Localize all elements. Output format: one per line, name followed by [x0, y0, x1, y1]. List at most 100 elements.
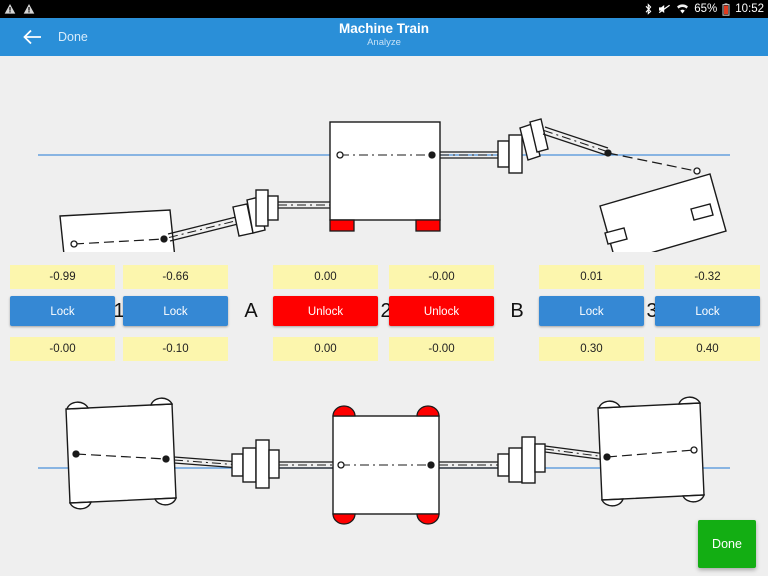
value-bottom: 0.00 — [273, 337, 378, 361]
machine-2-bearing-right — [428, 151, 436, 159]
vertical-alignment-svg — [38, 118, 730, 286]
machine-2-bearing-right — [427, 461, 435, 469]
value-top: 0.01 — [539, 265, 644, 289]
machine-1-bearing-right — [162, 455, 170, 463]
coupling-a-disc-1 — [231, 453, 244, 477]
machine-1-group — [65, 397, 241, 510]
title-block: Machine Train Analyze — [0, 18, 768, 49]
machine-3-bearing-right — [690, 446, 698, 454]
machine-2-body — [329, 121, 441, 221]
control-group-5: 0.01 Lock 0.30 — [539, 258, 644, 366]
horizontal-alignment-svg — [38, 396, 730, 525]
machine-2-foot-bl — [332, 513, 356, 525]
coupling-b-group — [497, 118, 549, 174]
machine-2-foot-right — [415, 219, 441, 232]
warning-triangle-icon — [23, 4, 35, 14]
machine-2-foot-br — [416, 513, 440, 525]
vertical-alignment-diagram — [0, 56, 768, 286]
coupling-b-disc-4 — [534, 443, 546, 473]
coupling-a-group — [232, 189, 279, 237]
lock-button-2[interactable]: Lock — [123, 296, 228, 326]
control-group-1: -0.99 Lock -0.00 — [10, 258, 115, 366]
separator-label-2: 2 — [380, 300, 392, 322]
shaft-2b — [439, 461, 500, 469]
value-top: -0.32 — [655, 265, 760, 289]
action-bar: Done Machine Train Analyze — [0, 18, 768, 56]
machine-1-axis — [73, 238, 165, 245]
shaft-a2 — [279, 461, 334, 469]
machine-3-foot-tr — [678, 396, 702, 405]
coupling-b-disc-3 — [519, 123, 541, 161]
machine-2-group — [329, 121, 441, 232]
machine-3-foot-right — [690, 203, 714, 221]
lock-button-1[interactable]: Lock — [10, 296, 115, 326]
shaft-b3 — [544, 445, 607, 461]
machine-3-foot-tl — [598, 400, 622, 409]
value-top: -0.66 — [123, 265, 228, 289]
lock-button-6[interactable]: Lock — [655, 296, 760, 326]
status-notifications — [4, 0, 35, 18]
machine-3-body — [597, 402, 705, 501]
machine-2-bearing-left — [337, 461, 345, 469]
machine-3-group — [599, 149, 727, 264]
coupling-b-disc-2 — [508, 447, 523, 483]
separator-label-a: A — [244, 300, 258, 322]
clock-label: 10:52 — [735, 3, 764, 15]
machine-1-group — [59, 209, 243, 286]
value-top: 0.00 — [273, 265, 378, 289]
machine-3-bearing-left — [604, 149, 612, 157]
done-button[interactable]: Done — [698, 520, 756, 568]
machine-3-bearing-right — [693, 167, 701, 175]
machine-1-body — [65, 403, 177, 504]
shaft-a2 — [278, 201, 330, 209]
unlock-button-3[interactable]: Unlock — [273, 296, 378, 326]
unlock-button-4[interactable]: Unlock — [389, 296, 494, 326]
value-bottom: -0.10 — [123, 337, 228, 361]
value-bottom: 0.40 — [655, 337, 760, 361]
machine-1-foot-bl — [68, 501, 92, 510]
value-bottom: -0.00 — [10, 337, 115, 361]
coupling-a-disc-3 — [255, 439, 270, 489]
machine-1-bearing-right — [160, 235, 168, 243]
machine-3-foot-bl — [600, 498, 624, 507]
coupling-b-group — [497, 436, 546, 484]
machine-1-axis — [75, 453, 167, 460]
value-bottom: -0.00 — [389, 337, 494, 361]
machine-3-foot-left — [604, 227, 628, 245]
control-group-3: 0.00 Unlock 0.00 — [273, 258, 378, 366]
control-group-6: -0.32 Lock 0.40 — [655, 258, 760, 366]
warning-triangle-icon — [4, 4, 16, 14]
back-arrow-icon — [23, 29, 41, 45]
page-subtitle: Analyze — [367, 37, 401, 48]
coupling-a-disc-2 — [242, 447, 257, 483]
lock-controls-row: -0.99 Lock -0.00 1 -0.66 Lock -0.10 A 0.… — [0, 258, 768, 366]
machine-1-bearing-left — [72, 450, 80, 458]
coupling-b-disc-1 — [497, 140, 510, 168]
machine-1-bearing-left — [70, 240, 78, 248]
machine-1-body — [59, 209, 177, 275]
separator-label-b: B — [510, 300, 524, 322]
machine-2-group — [332, 405, 440, 525]
battery-percent-label: 65% — [694, 3, 718, 15]
machine-1-foot-tr — [150, 397, 174, 406]
coupling-b-disc-1 — [497, 453, 510, 477]
machine-3-group — [597, 396, 705, 507]
battery-low-icon — [722, 2, 730, 16]
coupling-a-group — [231, 439, 280, 489]
lock-button-5[interactable]: Lock — [539, 296, 644, 326]
back-button[interactable] — [22, 27, 44, 47]
machine-2-foot-tl — [332, 405, 356, 417]
coupling-a-disc-3 — [255, 189, 269, 227]
up-done-label[interactable]: Done — [58, 30, 88, 44]
coupling-b-disc-2 — [508, 134, 523, 174]
separator-label-3: 3 — [646, 300, 658, 322]
machine-3-bearing-left — [603, 453, 611, 461]
page-title: Machine Train — [338, 21, 430, 36]
bluetooth-icon — [645, 2, 652, 15]
value-top: -0.00 — [389, 265, 494, 289]
shaft-2b — [440, 151, 500, 159]
coupling-a-disc-4 — [268, 449, 280, 479]
value-top: -0.99 — [10, 265, 115, 289]
machine-3-foot-br — [681, 494, 705, 503]
